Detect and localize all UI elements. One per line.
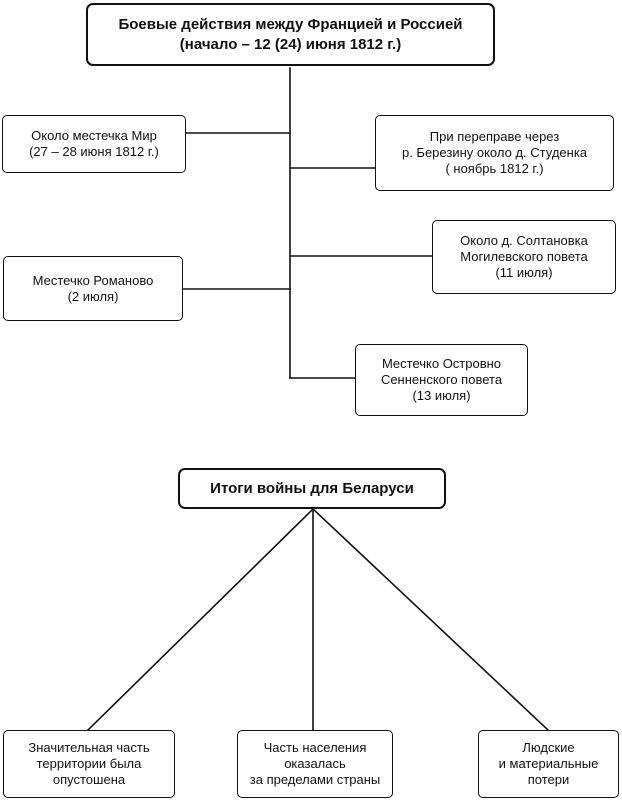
- population-line-1: Часть населения: [263, 740, 367, 756]
- fan-right: [311, 507, 550, 732]
- berezina-box: При переправе через р. Березину около д.…: [375, 115, 614, 191]
- saltanovka-line-2: Могилевского повета: [460, 249, 588, 265]
- devastated-box: Значительная часть территории была опуст…: [3, 730, 175, 798]
- devastated-line-2: территории была: [36, 756, 142, 772]
- losses-line-2: и материальные: [498, 756, 599, 772]
- berezina-line-1: При переправе через: [429, 129, 560, 145]
- population-line-3: за пределами страны: [249, 771, 381, 787]
- battles-title-box: Боевые действия между Францией и Россией…: [86, 3, 495, 66]
- battles-title-line-2: (начало – 12 (24) июня 1812 г.): [179, 35, 402, 53]
- results-title-box: Итоги войны для Беларуси: [178, 468, 446, 509]
- romanovo-box: Местечко Романово (2 июля): [3, 256, 183, 321]
- saltanovka-line-3: (11 июля): [495, 264, 553, 280]
- ostrovno-line-2: Сенненского повета: [380, 372, 503, 388]
- devastated-line-3: опустошена: [52, 771, 126, 787]
- berezina-line-3: ( ноябрь 1812 г.): [445, 160, 544, 176]
- romanovo-line-1: Местечко Романово: [32, 272, 154, 288]
- losses-line-1: Людские: [522, 740, 575, 756]
- ostrovno-line-3: (13 июля): [412, 387, 471, 403]
- romanovo-line-2: (2 июля): [67, 288, 119, 304]
- devastated-line-1: Значительная часть: [28, 740, 150, 756]
- population-box: Часть населения оказалась за пределами с…: [237, 730, 393, 798]
- mir-line-1: Около местечка Мир: [31, 128, 157, 144]
- mir-box: Около местечка Мир (27 – 28 июня 1812 г.…: [2, 115, 186, 173]
- saltanovka-line-1: Около д. Солтановка: [460, 233, 588, 249]
- losses-line-3: потери: [527, 771, 570, 787]
- losses-box: Людские и материальные потери: [478, 730, 619, 798]
- population-line-2: оказалась: [284, 756, 346, 772]
- mir-line-2: (27 – 28 июня 1812 г.): [29, 144, 159, 159]
- fan-left: [86, 507, 315, 732]
- ostrovno-line-1: Местечко Островно: [381, 356, 502, 372]
- saltanovka-box: Около д. Солтановка Могилевского повета …: [432, 220, 616, 294]
- ostrovno-box: Местечко Островно Сенненского повета (13…: [355, 344, 528, 416]
- battles-title-line-1: Боевые действия между Францией и Россией: [118, 16, 463, 33]
- berezina-line-2: р. Березину около д. Студенка: [401, 145, 588, 161]
- results-title-line-1: Итоги войны для Беларуси: [210, 479, 414, 497]
